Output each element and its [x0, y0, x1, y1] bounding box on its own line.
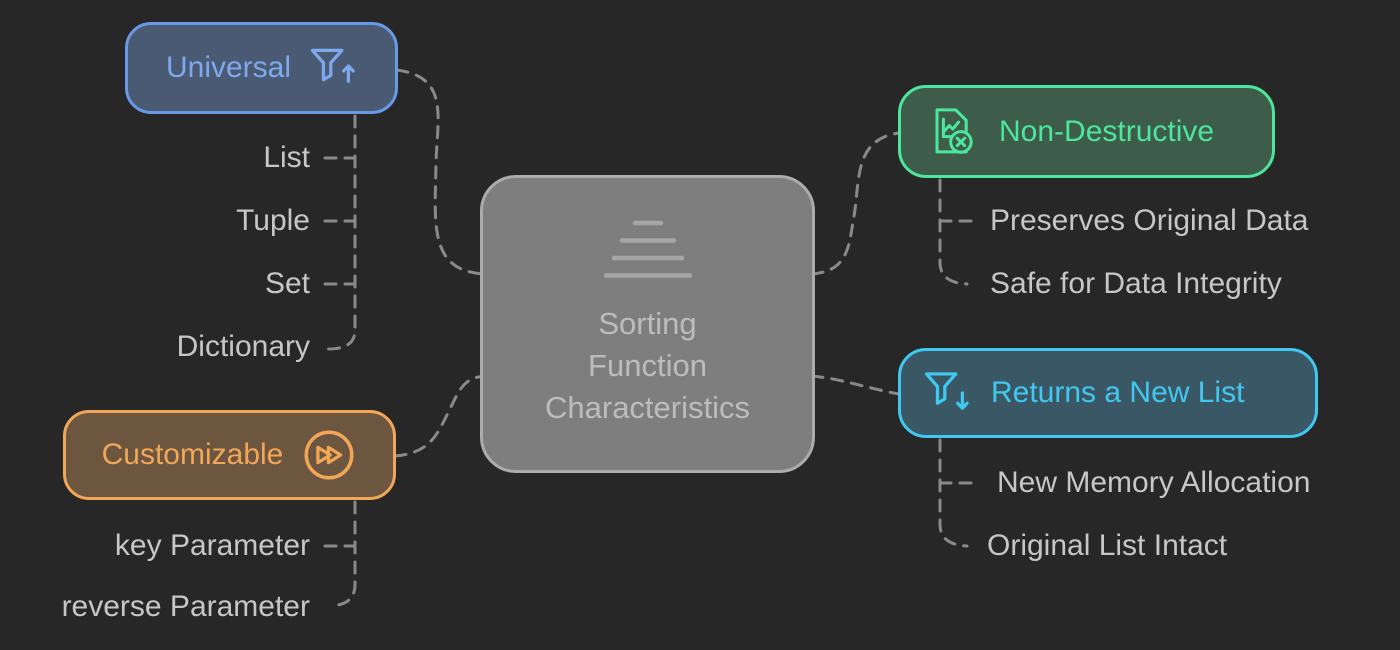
filter-up-icon [310, 48, 355, 83]
node-universal[interactable]: Universal [125, 22, 398, 114]
leaf-original-list-intact[interactable]: Original List Intact [987, 529, 1228, 562]
leaf-reverse-parameter[interactable]: reverse Parameter [61, 590, 310, 623]
leaf-dictionary[interactable]: Dictionary [176, 330, 310, 363]
file-chart-x-icon [935, 107, 973, 154]
connector-customizable-trunk [329, 500, 357, 608]
node-returns-new-list-label: Returns a New List [991, 376, 1245, 409]
leaf-safe-for-data-integrity[interactable]: Safe for Data Integrity [990, 267, 1282, 300]
center-node-label: Sorting Function Characteristics [545, 303, 750, 429]
connector-universal-trunk [326, 114, 357, 351]
node-customizable-label: Customizable [101, 438, 284, 471]
connector-center-to-nondestructive [810, 131, 901, 276]
connector-returns-trunk [938, 438, 969, 548]
filter-down-icon [924, 372, 969, 410]
node-customizable[interactable]: Customizable [63, 410, 396, 500]
node-returns-new-list[interactable]: Returns a New List [898, 348, 1318, 438]
fast-forward-icon [304, 430, 354, 480]
leaf-new-memory-allocation[interactable]: New Memory Allocation [997, 466, 1311, 499]
connector-nondestructive-trunk [938, 178, 969, 286]
node-universal-label: Universal [165, 51, 292, 84]
connector-customizable-to-center [393, 374, 488, 458]
node-non-destructive[interactable]: Non-Destructive [898, 85, 1275, 178]
leaf-tuple[interactable]: Tuple [236, 204, 310, 237]
node-non-destructive-label: Non-Destructive [999, 114, 1215, 148]
center-label-line-2: Function [588, 348, 707, 383]
leaf-set[interactable]: Set [264, 267, 310, 300]
connector-universal-to-center [395, 68, 488, 276]
sorted-lines-icon [603, 220, 692, 278]
center-label-line-3: Characteristics [545, 390, 750, 425]
leaf-preserves-original-data[interactable]: Preserves Original Data [990, 204, 1309, 237]
node-center[interactable]: Sorting Function Characteristics [480, 175, 815, 473]
center-label-line-1: Sorting [598, 306, 697, 341]
connector-center-to-returns [810, 374, 901, 396]
leaf-list[interactable]: List [263, 141, 310, 174]
leaf-key-parameter[interactable]: key Parameter [114, 529, 310, 562]
